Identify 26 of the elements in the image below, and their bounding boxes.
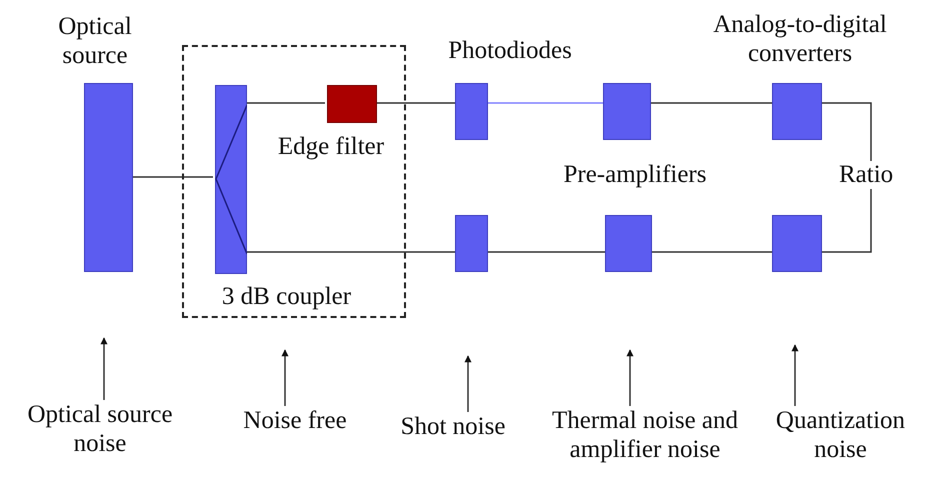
connector-line <box>822 102 872 253</box>
dashed-boundary <box>182 45 406 318</box>
connector-line <box>488 102 603 104</box>
noise-label: Shot noise <box>400 412 506 441</box>
block-label: 3 dB coupler <box>220 282 352 311</box>
arrow <box>792 344 798 406</box>
connector-line <box>375 102 455 104</box>
connector-line <box>133 176 213 178</box>
noise-label: Quantization noise <box>774 406 906 464</box>
noise-label: Thermal noise and amplifier noise <box>550 406 740 464</box>
noise-label: Optical source noise <box>26 400 174 458</box>
block-label: Edge filter <box>276 132 386 161</box>
block-label: Analog-to-digital converters <box>712 10 888 68</box>
connector-line <box>651 102 772 104</box>
arrow <box>100 337 108 400</box>
arrow <box>282 349 288 406</box>
connector-line <box>652 251 772 253</box>
noise-label: Noise free <box>242 406 348 435</box>
arrow <box>464 355 472 412</box>
connector-line <box>488 251 605 253</box>
arrow <box>626 349 634 406</box>
block-label: Pre-amplifiers <box>562 160 708 189</box>
connector-line <box>245 251 455 253</box>
connector-line <box>245 102 325 104</box>
block-label: Photodiodes <box>447 36 573 65</box>
block-label: Optical source <box>57 12 133 70</box>
